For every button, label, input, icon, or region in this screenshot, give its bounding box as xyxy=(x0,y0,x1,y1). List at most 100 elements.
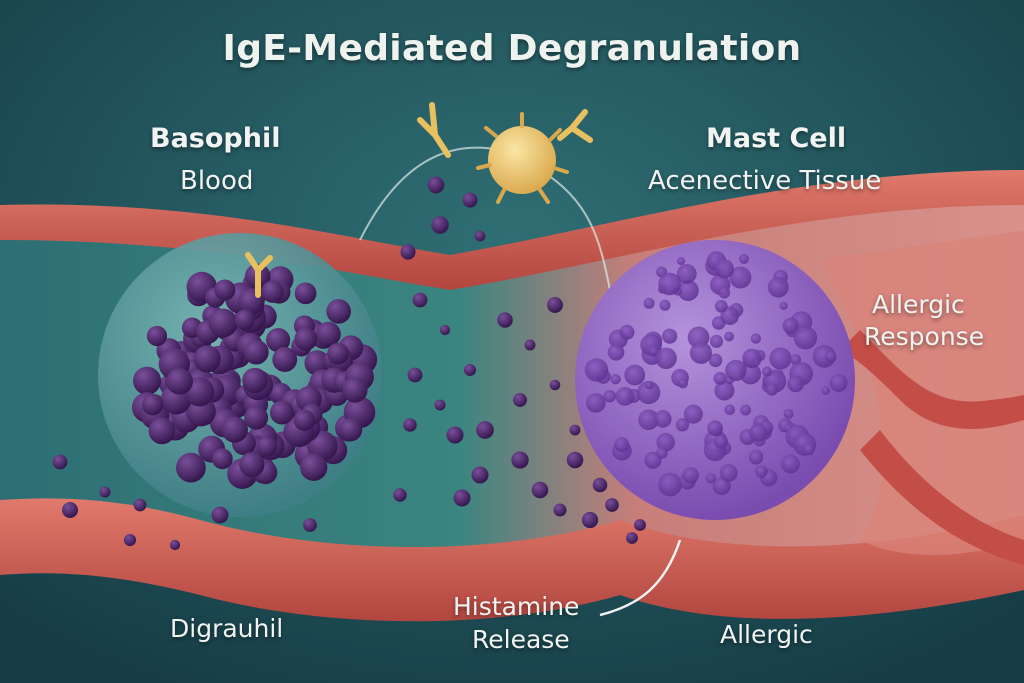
granule xyxy=(825,351,837,363)
granule xyxy=(822,386,830,394)
granule xyxy=(166,368,193,395)
granule xyxy=(768,277,789,298)
granule xyxy=(626,532,638,544)
granule xyxy=(616,387,635,406)
granule xyxy=(780,302,788,310)
granule xyxy=(645,381,654,390)
granule xyxy=(53,455,68,470)
granule xyxy=(720,464,738,482)
granule xyxy=(133,367,161,395)
granule xyxy=(170,540,180,550)
granule xyxy=(294,328,317,351)
granule xyxy=(393,488,406,501)
granule xyxy=(295,282,317,304)
granule xyxy=(751,333,761,343)
granule xyxy=(749,450,764,465)
granule xyxy=(830,374,848,392)
granule xyxy=(678,378,688,388)
granule xyxy=(739,254,749,264)
granule xyxy=(235,309,255,329)
granule xyxy=(400,244,415,259)
granule xyxy=(570,425,581,436)
granule xyxy=(605,498,619,512)
granule xyxy=(303,518,317,532)
granule xyxy=(403,418,416,431)
granule xyxy=(453,489,470,506)
granule xyxy=(662,329,677,344)
granule xyxy=(585,358,608,381)
granule xyxy=(677,257,685,265)
granule xyxy=(567,452,584,469)
granule xyxy=(656,447,668,459)
granule xyxy=(593,478,608,493)
granule xyxy=(431,216,449,234)
basophil-label: Basophil xyxy=(150,123,280,154)
histamine-release-label-line1: Histamine xyxy=(453,592,579,621)
granule xyxy=(643,298,654,309)
granule xyxy=(582,512,598,528)
granule xyxy=(715,300,728,313)
granule xyxy=(257,436,277,456)
granule xyxy=(532,482,549,499)
granule xyxy=(714,435,728,449)
granule xyxy=(513,393,527,407)
diagram-title: IgE-Mediated Degranulation xyxy=(0,28,1024,69)
granule xyxy=(654,410,671,427)
granule xyxy=(408,368,423,383)
granule xyxy=(655,348,676,369)
allergic-bottom-label: Allergic xyxy=(720,620,813,649)
granule xyxy=(149,417,176,444)
granule xyxy=(476,421,494,439)
granule xyxy=(553,503,566,516)
granule xyxy=(742,349,761,368)
granule xyxy=(547,297,563,313)
granule xyxy=(658,273,681,296)
mast-cell-label: Mast Cell xyxy=(706,123,846,154)
granule xyxy=(212,448,233,469)
granule xyxy=(316,322,341,347)
granule xyxy=(446,426,463,443)
granule xyxy=(239,452,264,477)
granule xyxy=(749,423,767,441)
granule xyxy=(803,444,815,456)
granule xyxy=(634,519,646,531)
granule xyxy=(62,502,78,518)
granule xyxy=(659,300,670,311)
granule xyxy=(242,368,267,393)
granule xyxy=(222,416,248,442)
granule xyxy=(462,192,477,207)
granule xyxy=(270,401,294,425)
granule xyxy=(740,405,751,416)
allergic-response-label-line2: Response xyxy=(864,322,984,351)
granule xyxy=(781,455,800,474)
granule xyxy=(755,465,768,478)
granule xyxy=(676,418,689,431)
granule xyxy=(715,259,734,278)
granule xyxy=(550,380,561,391)
granule xyxy=(707,420,723,436)
granule xyxy=(614,437,629,452)
granule xyxy=(342,377,367,402)
granule xyxy=(326,299,351,324)
granule xyxy=(658,473,682,497)
granule xyxy=(511,451,528,468)
granule xyxy=(586,393,606,413)
granule xyxy=(134,499,147,512)
granule xyxy=(714,372,727,385)
granule xyxy=(327,343,349,365)
histamine-release-label-line2: Release xyxy=(472,625,570,654)
granule xyxy=(769,347,791,369)
granule xyxy=(724,331,734,341)
granule xyxy=(142,394,163,415)
granule xyxy=(434,399,445,410)
granule xyxy=(262,280,284,302)
granule xyxy=(294,410,315,431)
granule xyxy=(725,360,746,381)
granule xyxy=(724,404,735,415)
granule xyxy=(710,335,723,348)
granule xyxy=(624,365,645,386)
digrauhil-label: Digrauhil xyxy=(170,614,283,643)
granule xyxy=(620,325,635,340)
granule xyxy=(610,374,620,384)
